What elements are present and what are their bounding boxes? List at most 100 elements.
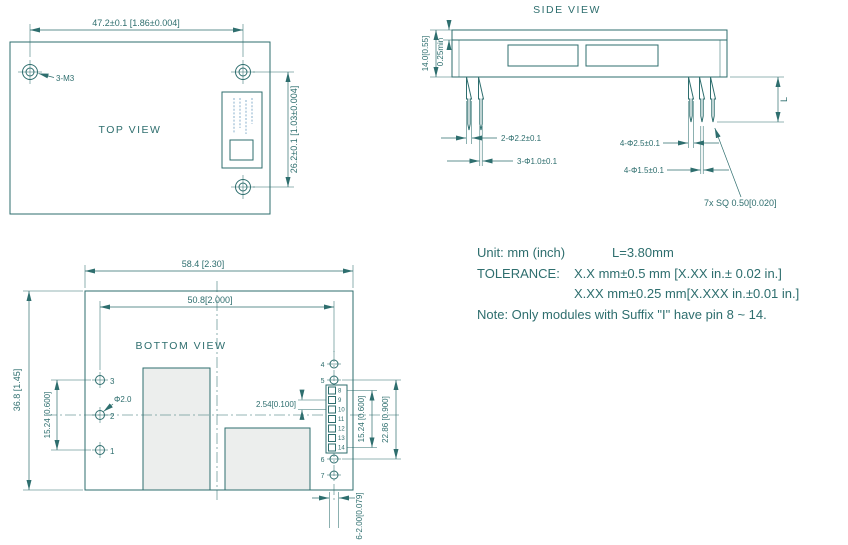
dimension-label: 7x SQ 0.50[0.020] xyxy=(704,198,777,208)
pin-number: 7 xyxy=(321,473,325,480)
header-pin-number: 12 xyxy=(338,427,345,433)
pin-2: 2 xyxy=(92,407,115,423)
component-area xyxy=(224,427,311,491)
bottom-view-body-outline xyxy=(84,290,354,491)
leader-arrow xyxy=(714,127,742,198)
dimension-label: 15.24 [0.600] xyxy=(43,392,52,439)
dimension-left-pin-span: 15.24 [0.600] xyxy=(43,379,91,451)
l-value-note: L=3.80mm xyxy=(612,245,674,260)
dimension-label: 0.25min xyxy=(436,38,445,66)
component-area xyxy=(142,367,211,491)
mounting-hole-bottom-right xyxy=(231,175,255,199)
header-pin-number: 11 xyxy=(338,417,345,423)
header-pin-square xyxy=(328,405,336,414)
pin xyxy=(478,76,485,131)
dimension-label: 2.54[0.100] xyxy=(256,400,296,409)
header-pin-number: 14 xyxy=(338,446,345,452)
tolerance-label: TOLERANCE: xyxy=(477,266,560,281)
pin-number: 4 xyxy=(321,362,325,369)
dimension-label: 36.8 [1.45] xyxy=(12,369,22,412)
side-view-title: SIDE VIEW xyxy=(533,4,601,16)
dimension-label: 26.2±0.1 [1.03±0.004] xyxy=(289,86,299,173)
side-view-case-outline xyxy=(451,29,728,78)
label-logo-box xyxy=(229,139,254,161)
pin-7: 7 xyxy=(321,470,341,480)
dimension-label: 47.2±0.1 [1.86±0.004] xyxy=(92,18,179,28)
dimension-label: L xyxy=(779,97,789,102)
header-pin-number: 13 xyxy=(338,436,345,442)
bottom-view-title: BOTTOM VIEW xyxy=(136,340,227,352)
dimension-pin-length: L xyxy=(717,76,789,123)
pin xyxy=(466,76,473,131)
callout-pin-thick-right: 4-Φ2.5±0.1 xyxy=(620,101,719,148)
dimension-label: 50.8[2.000] xyxy=(187,295,232,305)
header-strip-outline xyxy=(325,384,348,454)
header-pin-square xyxy=(328,424,336,433)
callout-pin-thin-right: 4-Φ1.5±0.1 xyxy=(624,126,729,175)
pin xyxy=(699,76,706,123)
dimension-right-pin-span: 22.86 [0.900] xyxy=(342,379,401,460)
callout-pin-thin-left: 3-Φ1.0±0.1 xyxy=(447,126,558,166)
dimension-label: 2-Φ2.2±0.1 xyxy=(501,134,542,143)
suffix-note: Note: Only modules with Suffix "I" have … xyxy=(477,307,767,322)
dimension-pad-width: 6-2.00[0.079] xyxy=(312,492,364,540)
dimension-label: 6-2.00[0.079] xyxy=(355,492,364,539)
leader-arrow xyxy=(38,73,55,79)
mounting-hole-top-left xyxy=(18,60,42,84)
header-pin-number: 10 xyxy=(338,408,345,414)
internal-block xyxy=(507,44,579,67)
unit-note: Unit: mm (inch) xyxy=(477,245,565,260)
mounting-hole-top-right xyxy=(231,60,255,84)
callout-pin-thick-left: 2-Φ2.2±0.1 xyxy=(441,101,542,144)
hole-callout-label: 3-M3 xyxy=(56,74,75,83)
dimension-right-height: 26.2±0.1 [1.03±0.004] xyxy=(253,71,299,188)
dimension-pitch: 2.54[0.100] xyxy=(256,389,326,420)
pin-5: 5 xyxy=(321,375,341,385)
pin xyxy=(688,76,695,123)
pin-number: 5 xyxy=(321,378,325,385)
leader-arrow xyxy=(103,403,114,412)
side-view-pins xyxy=(466,76,717,131)
header-pin-number: 9 xyxy=(338,398,342,404)
top-view-title: TOP VIEW xyxy=(99,124,162,136)
header-pin-square xyxy=(328,443,336,452)
dimension-body-width: 58.4 [2.30] xyxy=(84,259,354,288)
dimension-pin-span-horizontal: 50.8[2.000] xyxy=(99,295,335,370)
product-label xyxy=(221,91,263,169)
pin-6: 6 xyxy=(321,454,341,464)
callout-pin-diameter: Φ2.0 xyxy=(103,395,132,412)
header-pin-square xyxy=(328,434,336,442)
dimension-label: 15.24 [0.600] xyxy=(357,396,366,443)
header-pin-number: 8 xyxy=(338,389,342,395)
pin-number: 3 xyxy=(110,377,115,386)
hole-callout: 3-M3 xyxy=(38,73,75,83)
pin xyxy=(710,76,717,123)
dimension-label: 58.4 [2.30] xyxy=(182,259,225,269)
dimension-label: 4-Φ2.5±0.1 xyxy=(620,139,661,148)
tolerance-line-1: X.X mm±0.5 mm [X.XX in.± 0.02 in.] xyxy=(574,266,782,281)
pin-number: 1 xyxy=(110,447,115,456)
dimension-case-height: 14.0[0.55] xyxy=(421,29,452,78)
pin-4: 4 xyxy=(321,359,341,369)
dimension-label: 3-Φ1.0±0.1 xyxy=(517,157,558,166)
pin-number: 6 xyxy=(321,457,325,464)
header-pin-square xyxy=(328,396,336,404)
bottom-view: BOTTOM VIEW 3 2 1 Φ2.0 58.4 [2. xyxy=(12,259,402,540)
header-strip: 8 9 10 11 12 13 14 xyxy=(325,384,348,454)
callout-pin-square: 7x SQ 0.50[0.020] xyxy=(704,127,777,208)
header-pin-square xyxy=(328,386,336,395)
pin-1: 1 xyxy=(92,442,115,458)
pin-number: 2 xyxy=(110,412,115,421)
side-view: SIDE VIEW 14.0[0.55] 0.25min xyxy=(421,4,789,208)
pin-3: 3 xyxy=(92,372,115,388)
dimension-header-span: 15.24 [0.600] xyxy=(347,390,377,448)
dimension-label: Φ2.0 xyxy=(114,395,132,404)
internal-block xyxy=(585,44,659,67)
dimension-label: 4-Φ1.5±0.1 xyxy=(624,166,665,175)
header-pin-square xyxy=(328,415,336,423)
dimension-top-width: 47.2±0.1 [1.86±0.004] xyxy=(29,18,244,57)
top-view: 3-M3 47.2±0.1 [1.86±0.004] 26.2±0.1 [1.0… xyxy=(9,18,299,215)
dimension-standoff: 0.25min xyxy=(436,20,452,66)
